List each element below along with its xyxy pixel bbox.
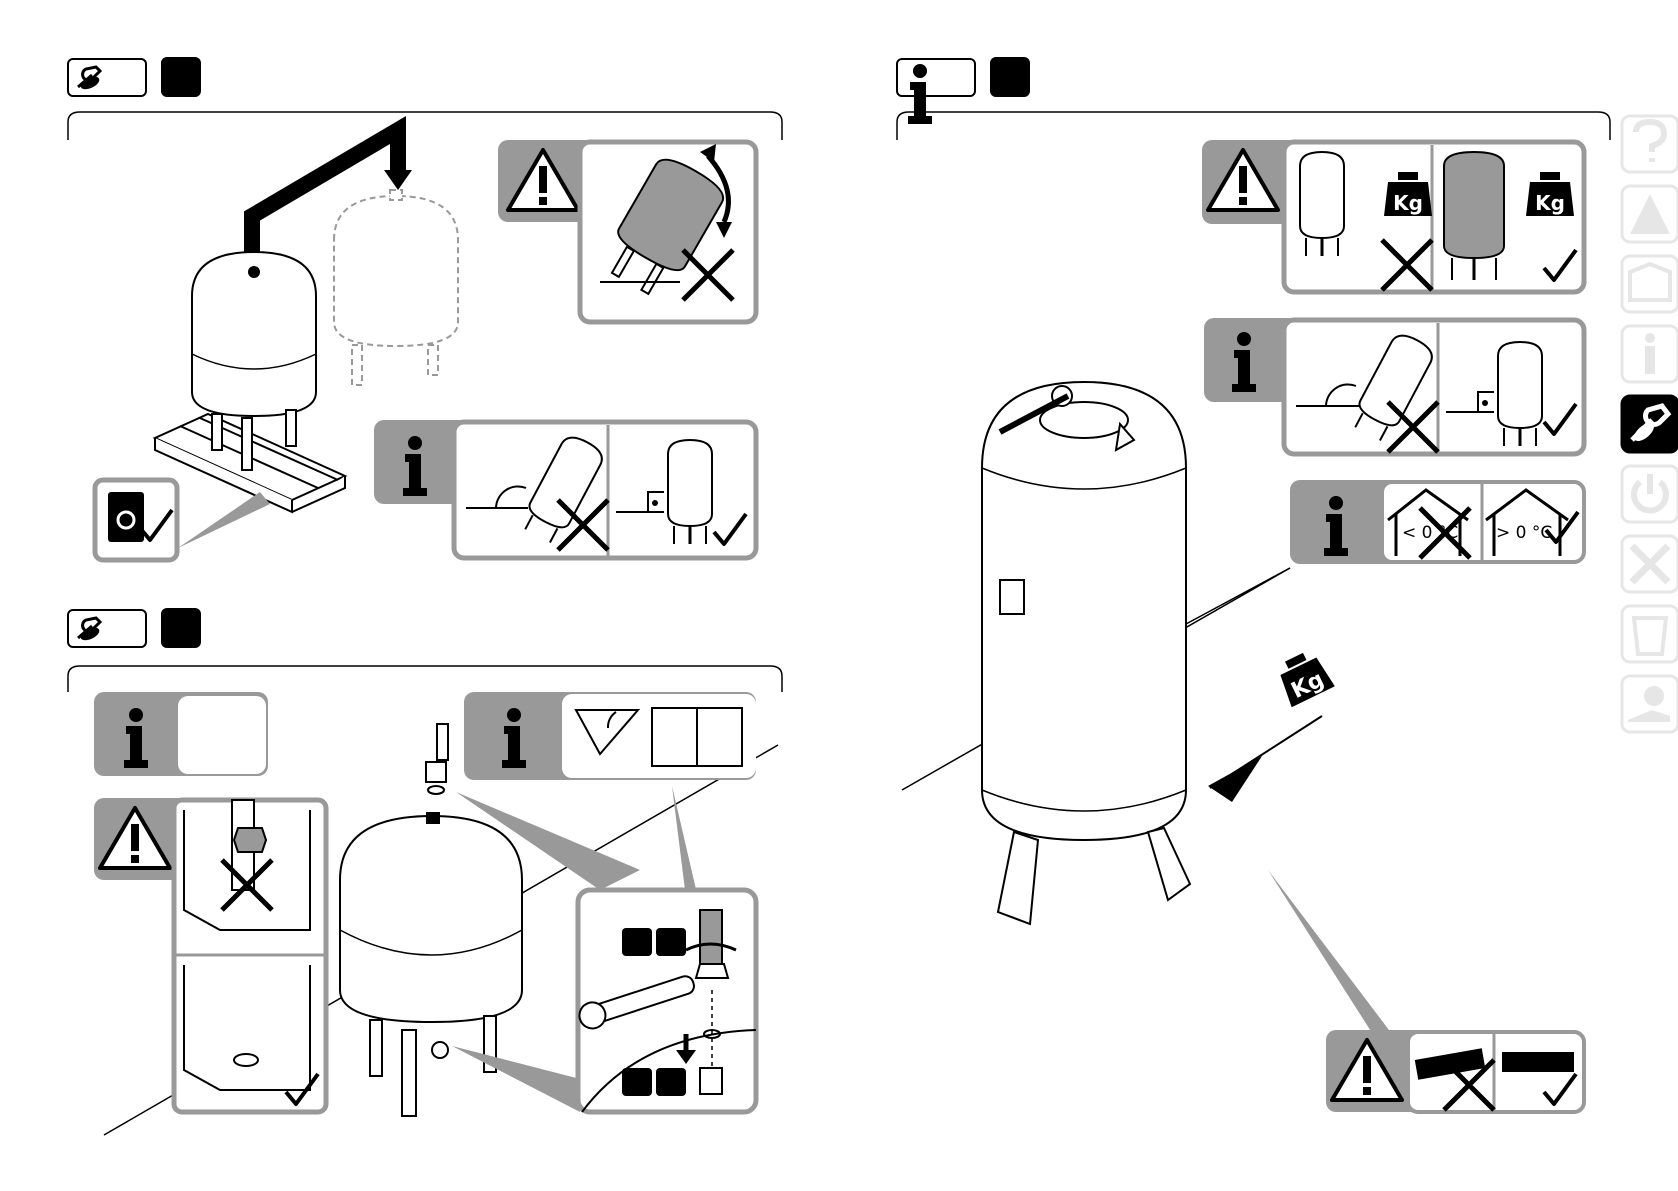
- kg-label: Kg: [1535, 191, 1565, 215]
- sidebar-tab-info[interactable]: [1622, 326, 1678, 382]
- tank-icon: [1498, 342, 1542, 446]
- recycle-callout: [95, 480, 270, 560]
- weight-indicator: Kg: [1208, 647, 1392, 1036]
- step-number-box: [990, 57, 1030, 97]
- chapter-sidebar: [1622, 116, 1678, 732]
- info-tag: [897, 59, 975, 96]
- step-box: [656, 1068, 686, 1096]
- warning-bolt-panel: [94, 798, 326, 1112]
- tank-empty-icon: [1300, 152, 1344, 256]
- sidebar-tab-wrench[interactable]: [1622, 396, 1678, 452]
- step-box: [622, 1068, 652, 1096]
- sidebar-tab-trash[interactable]: [1622, 606, 1678, 662]
- info-frost-panel: < 0 °C > 0 °C: [1290, 480, 1584, 564]
- info-section-header: [897, 57, 1610, 140]
- wrench-icon: [68, 610, 146, 647]
- temperature-above-label: > 0 °C: [1496, 523, 1552, 543]
- section-frame: [68, 112, 782, 140]
- warning-tilt-panel: [498, 140, 756, 322]
- warning-level-panel: [1326, 1030, 1584, 1112]
- info-documents-panel: [464, 692, 756, 780]
- section-frame: [897, 112, 1610, 140]
- kg-label: Kg: [1393, 191, 1423, 215]
- section-2-header: [68, 608, 782, 692]
- recycle-bin-icon: [108, 492, 144, 542]
- sidebar-tab-box[interactable]: [1622, 256, 1678, 312]
- step-box: [622, 928, 652, 956]
- info-blank-panel: [94, 692, 268, 776]
- info-vertical-panel: [1204, 318, 1584, 454]
- sidebar-tab-warning[interactable]: [1622, 186, 1678, 242]
- info-orientation-panel: [374, 420, 756, 558]
- wrench-icon: [68, 59, 146, 96]
- step-number-box: [161, 608, 201, 648]
- sidebar-tab-tools[interactable]: [1622, 536, 1678, 592]
- spirit-level-icon: [1502, 1052, 1574, 1072]
- sidebar-tab-service[interactable]: [1622, 676, 1678, 732]
- warning-weight-panel: Kg Kg: [1202, 140, 1584, 292]
- tank-icon: [668, 440, 712, 544]
- sidebar-tab-power[interactable]: [1622, 466, 1678, 522]
- wrench-detail-panel: [576, 890, 756, 1112]
- section-frame: [68, 666, 782, 692]
- large-tank-illustration: [982, 382, 1290, 924]
- step-number-box: [161, 57, 201, 97]
- info-icon: [1645, 333, 1655, 374]
- step-box: [656, 928, 686, 956]
- section-1-header: [68, 57, 782, 140]
- sidebar-tab-question[interactable]: [1622, 116, 1678, 172]
